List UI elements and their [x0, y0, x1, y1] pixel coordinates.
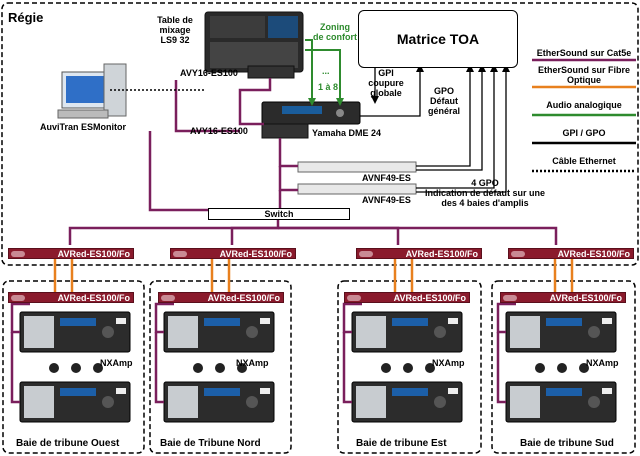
zoning-dots: ...	[322, 66, 330, 76]
continuation-dot	[193, 363, 203, 373]
dme24-device	[261, 101, 361, 139]
console-ls9	[204, 11, 304, 73]
nxamp-label-nord: NXAmp	[236, 358, 269, 368]
regie-border	[1, 2, 639, 266]
bay-nord-border	[149, 280, 292, 454]
nxamp-ouest-bottom	[19, 381, 131, 423]
legend-fiber: EtherSound sur Fibre Optique	[537, 65, 630, 85]
bay-ouest-border	[2, 280, 145, 454]
continuation-dot	[381, 363, 391, 373]
continuation-dot	[49, 363, 59, 373]
analog-links	[305, 39, 341, 104]
avred-regie-nord: AVRed-ES100/Fo	[170, 248, 296, 259]
fiber-links	[53, 258, 574, 292]
nxamp-est-top	[351, 311, 463, 353]
bay-cat5e-lower-ouest	[10, 332, 20, 404]
legend-ethernet: Câble Ethernet	[552, 156, 616, 166]
avred-regie-sud: AVRed-ES100/Fo	[508, 248, 634, 259]
zoning-range: 1 à 8	[318, 82, 339, 92]
legend-lines	[532, 58, 636, 173]
avred-bay-est: AVRed-ES100/Fo	[344, 292, 470, 303]
dme-card-label: AVY16-ES100	[190, 126, 248, 136]
legend-cat5e: EtherSound sur Cat5e	[536, 48, 632, 58]
continuation-dot	[557, 363, 567, 373]
console-card-label: AVY16-ES100	[180, 68, 238, 78]
nxamp-sud-bottom	[505, 381, 617, 423]
gpio-links	[360, 66, 507, 193]
bay-cat5e-ouest	[10, 302, 30, 334]
avred-bay-sud: AVRed-ES100/Fo	[500, 292, 626, 303]
avred-bay-nord: AVRed-ES100/Fo	[158, 292, 284, 303]
pc-icon	[57, 63, 127, 119]
nxamp-ouest-top	[19, 311, 131, 353]
continuation-dot	[71, 363, 81, 373]
bay-title-ouest: Baie de tribune Ouest	[16, 438, 120, 449]
bay-est-border	[337, 280, 482, 454]
nxamp-nord-top	[163, 311, 275, 353]
continuation-dot	[215, 363, 225, 373]
bay-cat5e-est	[342, 302, 362, 334]
bay-cat5e-lower-sud	[496, 332, 506, 404]
console-card-device	[247, 65, 295, 79]
nxamp-label-ouest: NXAmp	[100, 358, 133, 368]
avnf49-device-2	[297, 183, 417, 195]
continuation-dot	[237, 363, 247, 373]
bay-cat5e-lower-est	[342, 332, 352, 404]
continuation-dot	[425, 363, 435, 373]
avred-bay-ouest: AVRed-ES100/Fo	[8, 292, 134, 303]
nxamp-nord-bottom	[163, 381, 275, 423]
nxamp-label-est: NXAmp	[432, 358, 465, 368]
matrix-toa: Matrice TOA	[358, 10, 518, 68]
avred-regie-ouest: AVRed-ES100/Fo	[8, 248, 134, 259]
avnf-label-2: AVNF49-ES	[362, 195, 411, 205]
continuation-dot	[579, 363, 589, 373]
continuation-dot	[403, 363, 413, 373]
bay-cat5e-nord	[154, 302, 174, 334]
avnf-label-1: AVNF49-ES	[362, 173, 411, 183]
nxamp-label-sud: NXAmp	[586, 358, 619, 368]
bay-cat5e-lower-nord	[154, 332, 164, 404]
continuation-dot	[93, 363, 103, 373]
cat5e-links	[68, 78, 558, 245]
bay-sud-border	[491, 280, 636, 454]
switch: Switch	[208, 208, 350, 220]
bay-title-nord: Baie de Tribune Nord	[160, 438, 261, 449]
dme-name-label: Yamaha DME 24	[312, 128, 382, 138]
bay-cat5e-sud	[496, 302, 516, 334]
monitor-label: AuviTran ESMonitor	[40, 122, 127, 132]
avred-regie-est: AVRed-ES100/Fo	[356, 248, 482, 259]
bay-title-est: Baie de tribune Est	[356, 438, 447, 449]
continuation-dot	[535, 363, 545, 373]
regie-title: Régie	[8, 10, 44, 25]
legend-analog: Audio analogique	[546, 100, 622, 110]
bay-title-sud: Baie de tribune Sud	[520, 438, 614, 449]
nxamp-sud-top	[505, 311, 617, 353]
avnf49-device-1	[297, 161, 417, 173]
amplifier-group	[10, 302, 617, 423]
nxamp-est-bottom	[351, 381, 463, 423]
legend-gpio: GPI / GPO	[562, 128, 606, 138]
